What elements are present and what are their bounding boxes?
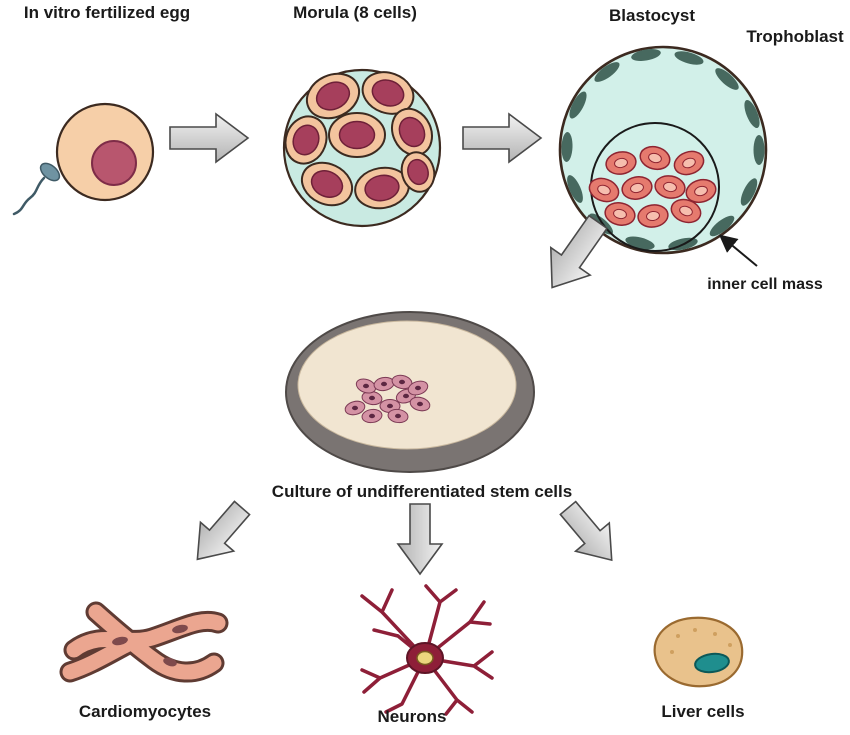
label-morula: Morula (8 cells): [293, 3, 417, 22]
arrow-blastocyst-to-dish: [549, 214, 609, 289]
morula-cells: [284, 71, 436, 210]
arrow-culture-to-cardiomyocytes: [196, 500, 251, 561]
blastocyst-figure: [558, 45, 768, 255]
label-neurons: Neurons: [378, 707, 447, 726]
label-cardiomyocytes: Cardiomyocytes: [79, 702, 211, 721]
egg-pronucleus: [91, 140, 137, 186]
fertilized-egg-figure: [12, 102, 155, 216]
arrow-culture-to-liver-cells: [559, 500, 613, 562]
sperm-icon: [12, 162, 61, 216]
liver-cell-figure: [653, 616, 744, 688]
morula-figure: [282, 68, 442, 228]
inner-cell-mass-pointer: [718, 234, 758, 267]
petri-dish-figure: [285, 311, 535, 473]
label-blastocyst: Blastocyst: [609, 6, 695, 25]
neuron-nucleus: [416, 650, 434, 666]
arrow-egg-to-morula: [169, 112, 250, 164]
label-trophoblast: Trophoblast: [746, 27, 844, 46]
dish-cell-cluster: [344, 374, 431, 424]
label-liver-cells: Liver cells: [661, 702, 744, 721]
arrow-culture-to-neurons: [396, 503, 444, 576]
label-fertilized-egg: In vitro fertilized egg: [24, 3, 190, 22]
neuron-figure: [360, 584, 494, 716]
arrow-morula-to-blastocyst: [462, 112, 543, 164]
inner-cell-mass-cluster: [588, 145, 717, 228]
label-culture: Culture of undifferentiated stem cells: [272, 482, 572, 501]
liver-cell-nucleus: [694, 652, 730, 674]
cardiomyocytes-figure: [59, 601, 229, 683]
label-inner-cell-mass: inner cell mass: [707, 276, 823, 293]
